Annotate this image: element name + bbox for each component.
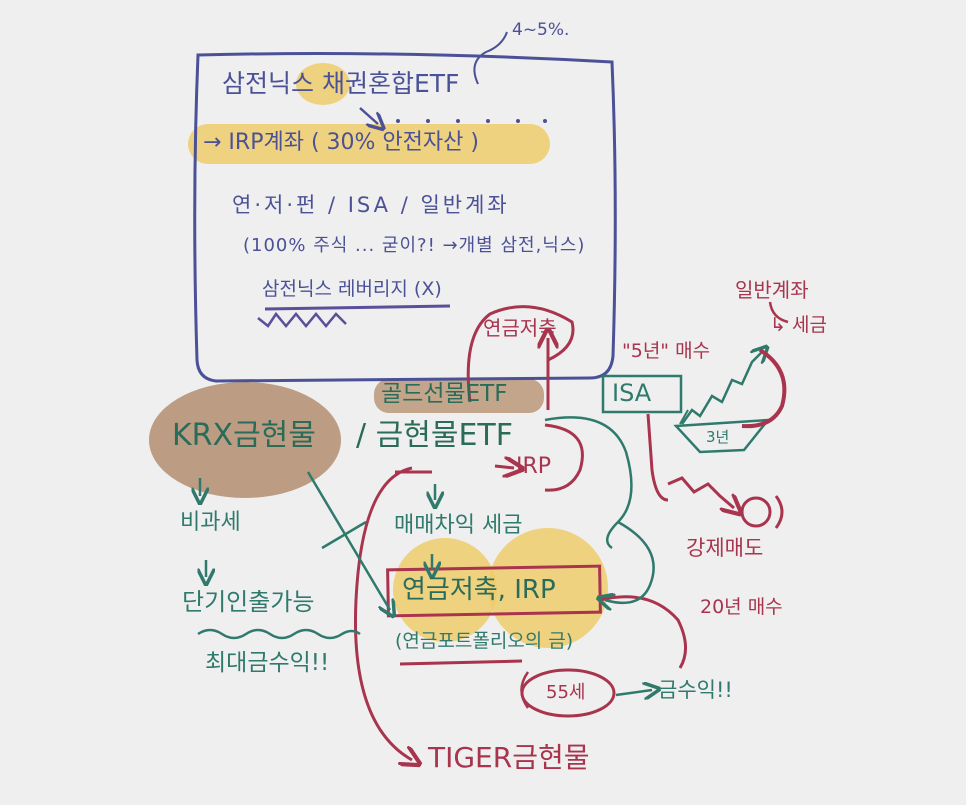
cross-mark bbox=[321, 520, 367, 550]
irp-arrow bbox=[494, 466, 514, 468]
pension-irp-accounts: 연금저축, IRP bbox=[402, 575, 556, 605]
age-55-label: 55세 bbox=[546, 682, 586, 703]
leverage-underline bbox=[264, 304, 451, 311]
pension-portfolio-label: (연금포트폴리오의 금) bbox=[395, 630, 574, 652]
isa-growth-line bbox=[680, 352, 762, 425]
top-box-line-2: → IRP계좌 ( 30% 안전자산 ) bbox=[203, 130, 479, 155]
short-term-withdraw-label: 단기인출가능 bbox=[182, 588, 315, 616]
tiger-gold-spot: TIGER금현물 bbox=[428, 741, 590, 774]
age-bracket bbox=[520, 671, 530, 709]
pension-savings-label: 연금저축 bbox=[483, 316, 557, 340]
isa-label: ISA bbox=[612, 379, 652, 407]
general-tax-arrow bbox=[768, 301, 789, 324]
forced-sale-circle bbox=[740, 496, 772, 528]
highlight-irp-line bbox=[188, 124, 550, 164]
cross-line bbox=[306, 471, 390, 610]
tiger-arrow bbox=[353, 466, 412, 760]
forced-sale-zigzag bbox=[667, 476, 734, 508]
gold-futures-etf: 골드선물ETF bbox=[381, 381, 508, 407]
general-account-tax-label: ↳ 세금 bbox=[770, 314, 827, 336]
gold-return-label: 금수익!! bbox=[658, 678, 733, 702]
top-box-line-3: 연·저·펀 / ISA / 일반계좌 bbox=[232, 193, 510, 217]
etf-to-isa-curve bbox=[544, 416, 633, 550]
highlight-futures bbox=[374, 379, 544, 413]
bond-arrow bbox=[359, 107, 378, 124]
isa-red-curve bbox=[741, 348, 787, 429]
top-box-line-4: (100% 주식 ... 굳이?! →개별 삼전,닉스) bbox=[243, 235, 586, 256]
gold-spot-etf: / 금현물ETF bbox=[356, 418, 513, 453]
accounts-box bbox=[386, 564, 602, 618]
withdraw-squiggle bbox=[197, 628, 361, 640]
top-box-line-5: 삼전닉스 레버리지 (X) bbox=[262, 278, 442, 300]
irp-curve bbox=[544, 423, 584, 492]
irp-label: IRP bbox=[516, 454, 552, 479]
krx-gold-spot: KRX금현물 bbox=[172, 418, 316, 453]
portfolio-underline bbox=[399, 659, 523, 666]
highlight-blob-right bbox=[488, 528, 608, 648]
general-account-label: 일반계좌 bbox=[735, 278, 809, 302]
dotted-row bbox=[396, 119, 547, 123]
return-arrow bbox=[615, 690, 652, 695]
isa-box bbox=[601, 374, 683, 414]
tax-free-label: 비과세 bbox=[180, 510, 241, 535]
isa-to-box-arrow bbox=[679, 409, 689, 425]
top-box-line-1: 삼전닉스 채권혼합ETF bbox=[222, 69, 460, 98]
isa-hold-label: 3년 bbox=[706, 428, 730, 446]
forced-sale-bracket bbox=[774, 495, 784, 529]
leverage-scribble bbox=[257, 311, 347, 328]
etf-to-accounts-curve bbox=[605, 520, 655, 603]
isa-buy-5y-label: "5년" 매수 bbox=[622, 340, 711, 362]
highlight-krx bbox=[149, 382, 341, 498]
isa-hold-shape bbox=[673, 418, 771, 454]
trading-gain-tax-label: 매매차익 세금 bbox=[394, 513, 523, 538]
note-connector bbox=[473, 31, 508, 85]
top-box-border bbox=[193, 52, 617, 383]
highlight-bond bbox=[296, 63, 350, 105]
forced-sale-label: 강제매도 bbox=[686, 536, 764, 560]
buy-20y-label: 20년 매수 bbox=[700, 596, 783, 618]
isa-down-line bbox=[646, 413, 669, 502]
max-return-label: 최대금수익!! bbox=[205, 650, 330, 676]
buy-20y-curve bbox=[599, 595, 687, 669]
pension-bubble bbox=[466, 305, 575, 403]
top-box-note: 4~5%. bbox=[512, 20, 570, 40]
